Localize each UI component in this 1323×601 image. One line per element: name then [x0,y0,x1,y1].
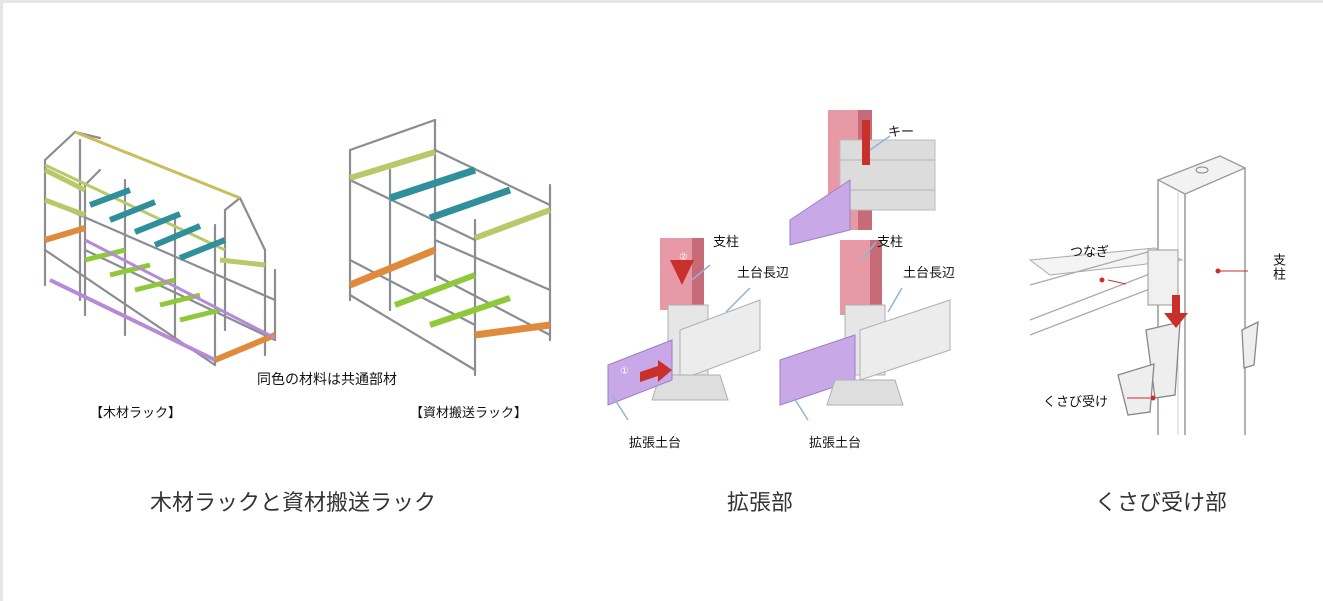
sill-long-label-right: 土台長辺 [903,266,956,281]
wedge-drawing [1028,155,1259,435]
extension-illustration [600,100,1020,450]
post-label-left: 支柱 [713,235,740,250]
racks-illustration [30,110,570,390]
extension-caption: 拡張部 [727,491,794,516]
left-assembly [607,238,761,421]
wood-rack [43,130,277,367]
tie-label: つなぎ [1070,245,1110,260]
sill-long-label-left: 土台長辺 [737,266,790,281]
post-label-wedge: 支柱 [1270,253,1285,281]
ext-sill-label-left: 拡張土台 [629,436,682,451]
racks-caption: 木材ラックと資材搬送ラック [150,491,437,516]
transport-rack [348,118,552,377]
racks-drawing [43,118,552,377]
extension-drawing [607,110,951,421]
wedge-illustration [1028,150,1290,440]
right-assembly [779,240,951,421]
common-parts-note: 同色の材料は共通部材 [257,372,397,388]
wood-rack-label: 【木材ラック】 [90,406,182,421]
step-1-marker: ① [620,366,629,377]
key-label: キー [888,125,915,140]
wedge-caption: くさび受け部 [1095,491,1228,516]
wedge-receiver-label: くさび受け [1043,395,1109,410]
transport-rack-label: 【資材搬送ラック】 [410,406,528,421]
step-2-marker: ② [679,252,688,263]
ext-sill-label-right: 拡張土台 [809,436,862,451]
post-label-right: 支柱 [877,235,904,250]
key-detail [789,110,936,246]
